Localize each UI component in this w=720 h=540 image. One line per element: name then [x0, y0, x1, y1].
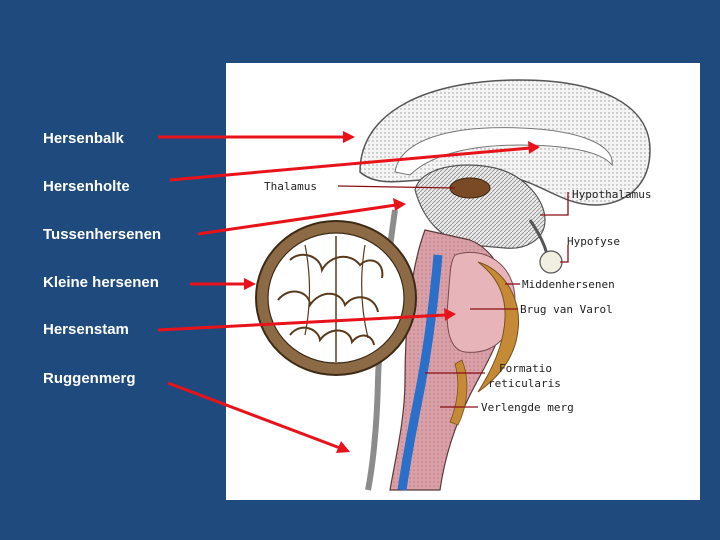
- label-hersenstam: Hersenstam: [43, 321, 129, 338]
- label-tussenhersenen: Tussenhersenen: [43, 226, 162, 243]
- diagram-label-hypothalamus: Hypothalamus: [572, 188, 651, 201]
- hypofyse-leader: [560, 245, 569, 263]
- thalamus-leader: [337, 185, 456, 189]
- corpus-callosum-shape: [394, 127, 613, 176]
- cerebellum-shape: [255, 220, 417, 376]
- label-kleine-hersenen: Kleine hersenen: [43, 274, 159, 291]
- diagram-label-thalamus: Thalamus: [264, 180, 317, 193]
- label-hersenbalk: Hersenbalk: [43, 130, 124, 147]
- pituitary-shape: [539, 250, 563, 274]
- arrow-hersenbalk: [158, 131, 355, 143]
- arrow-hersenholte: [169, 141, 540, 182]
- medulla-strip-shape: [449, 359, 468, 426]
- arrow-hersenstam: [157, 308, 456, 332]
- reticular-formation-shape: [477, 261, 520, 393]
- thalamus-shape: [449, 177, 491, 199]
- central-canal-shape: [397, 254, 443, 491]
- diagram-label-verlengde-merg: Verlengde merg: [481, 401, 574, 414]
- diagram-label-middenhersenen: Middenhersenen: [522, 278, 615, 291]
- diagram-label-brug: Brug van Varol: [520, 303, 613, 316]
- arrow-kleine-hersenen: [190, 278, 256, 290]
- arrow-ruggenmerg: [167, 381, 350, 453]
- label-hersenholte: Hersenholte: [43, 178, 130, 195]
- hypothalamus-leader: [540, 192, 569, 216]
- label-ruggenmerg: Ruggenmerg: [43, 370, 136, 387]
- diagram-label-formatio: Formatio: [499, 362, 552, 375]
- diagram-label-reticularis: reticularis: [488, 377, 561, 390]
- diagram-label-hypofyse: Hypofyse: [567, 235, 620, 248]
- arrow-tussenhersenen: [197, 198, 406, 236]
